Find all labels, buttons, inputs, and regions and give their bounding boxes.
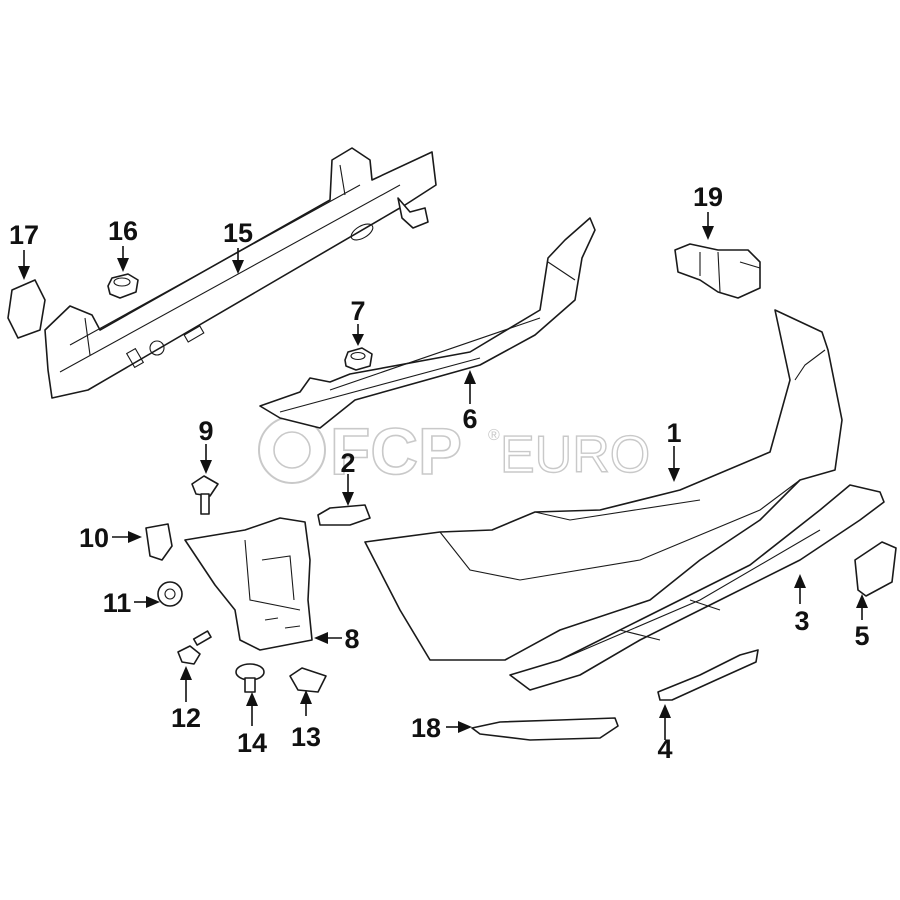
callout-9: 9 — [198, 416, 213, 446]
callout-10: 10 — [79, 523, 109, 553]
watermark: FCP ® EURO — [258, 413, 651, 489]
callout-19: 19 — [693, 182, 723, 212]
watermark-suffix: EURO — [500, 426, 650, 484]
part-1-bumper-cover — [364, 309, 843, 661]
part-10-clip — [145, 523, 173, 561]
callout-14: 14 — [237, 728, 267, 758]
part-4-trim-strip — [657, 649, 759, 701]
part-2-bracket — [317, 504, 371, 526]
part-14-push-clip — [235, 663, 265, 693]
part-19-sensor — [674, 243, 761, 299]
part-15-reinforcement-beam — [44, 147, 437, 399]
callout-1: 1 — [666, 418, 681, 448]
callout-5: 5 — [854, 621, 869, 651]
callout-15: 15 — [223, 218, 253, 248]
callout-labels: 1 2 3 4 5 6 7 8 9 10 11 12 13 14 15 16 1… — [9, 182, 870, 764]
part-5-reflector — [854, 541, 897, 597]
callout-17: 17 — [9, 220, 39, 250]
part-8-side-bracket — [184, 517, 313, 651]
part-17-pad — [7, 279, 46, 339]
callout-3: 3 — [794, 606, 809, 636]
callout-16: 16 — [108, 216, 138, 246]
callout-7: 7 — [350, 296, 365, 326]
callout-12: 12 — [171, 703, 201, 733]
part-7-nut — [344, 347, 373, 371]
part-13-clip-nut — [289, 667, 327, 693]
callout-4: 4 — [657, 734, 672, 764]
callout-6: 6 — [462, 404, 477, 434]
callout-2: 2 — [340, 448, 355, 478]
watermark-logo-inner-icon — [273, 431, 311, 469]
part-9-bolt — [191, 475, 219, 515]
watermark-registered-mark: ® — [488, 427, 500, 444]
callout-11: 11 — [103, 588, 132, 618]
part-18-reflector-strip — [471, 717, 619, 741]
callout-8: 8 — [344, 624, 359, 654]
callout-13: 13 — [291, 722, 321, 752]
part-16-nut — [107, 273, 139, 299]
part-6-energy-absorber — [259, 217, 596, 429]
watermark-brand: FCP — [330, 414, 462, 488]
part-11-nut — [157, 581, 183, 607]
callout-18: 18 — [411, 713, 441, 743]
part-12-bolt — [177, 630, 212, 665]
part-3-diffuser — [509, 484, 885, 691]
leaders — [18, 212, 868, 740]
